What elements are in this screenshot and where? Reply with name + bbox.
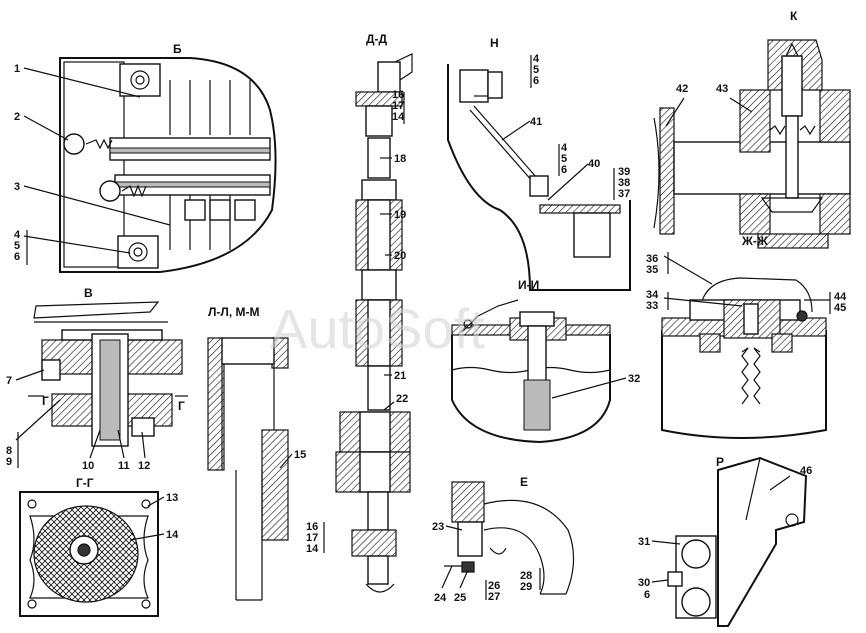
callout-20: 20 bbox=[394, 250, 406, 262]
callout-27: 27 bbox=[488, 591, 500, 603]
callout-21: 21 bbox=[394, 370, 406, 382]
view-r-leaders bbox=[651, 475, 791, 583]
callout-43: 43 bbox=[716, 83, 728, 95]
view-title-zhzh: Ж-Ж bbox=[741, 234, 768, 248]
callout-33: 33 bbox=[646, 300, 658, 312]
callout-35: 35 bbox=[646, 264, 658, 276]
callout-6b: 6 bbox=[533, 75, 539, 87]
view-k-leaders bbox=[665, 97, 753, 127]
callout-32: 32 bbox=[628, 373, 640, 385]
callout-41: 41 bbox=[530, 116, 542, 128]
callout-1: 1 bbox=[14, 63, 20, 75]
callout-4c: 4 bbox=[561, 142, 568, 154]
view-n-leaders bbox=[501, 55, 615, 201]
callout-39: 39 bbox=[618, 166, 630, 178]
callout-17a: 17 bbox=[392, 100, 404, 112]
callout-38: 38 bbox=[618, 177, 630, 189]
callout-9: 9 bbox=[6, 456, 12, 468]
view-dd-leaders bbox=[323, 92, 405, 553]
view-title-n: Н bbox=[490, 36, 499, 50]
callout-15: 15 bbox=[294, 449, 306, 461]
callout-6d: 6 bbox=[644, 589, 650, 601]
callout-16b: 16 bbox=[306, 521, 318, 533]
callout-37: 37 bbox=[618, 188, 630, 200]
view-title-v: В bbox=[84, 286, 93, 300]
section-mark-g-right: Г bbox=[178, 399, 185, 413]
callout-4a: 4 bbox=[14, 229, 21, 241]
watermark-text: AutoSoft bbox=[270, 297, 485, 360]
callout-16a: 16 bbox=[392, 89, 404, 101]
callout-22: 22 bbox=[396, 393, 408, 405]
callout-36: 36 bbox=[646, 253, 658, 265]
callout-12: 12 bbox=[138, 460, 150, 472]
callout-13: 13 bbox=[166, 492, 178, 504]
callout-4b: 4 bbox=[533, 53, 540, 65]
view-title-b: Б bbox=[173, 42, 182, 56]
callout-5c: 5 bbox=[561, 153, 567, 165]
callout-3: 3 bbox=[14, 181, 20, 193]
callout-2: 2 bbox=[14, 111, 20, 123]
callout-46: 46 bbox=[800, 465, 812, 477]
callout-24: 24 bbox=[434, 592, 447, 604]
callout-14c: 14 bbox=[306, 543, 319, 555]
callout-6a: 6 bbox=[14, 251, 20, 263]
view-title-ii: И-И bbox=[518, 278, 539, 292]
view-b-leaders bbox=[23, 67, 171, 265]
callout-42: 42 bbox=[676, 83, 688, 95]
callout-18: 18 bbox=[394, 153, 406, 165]
view-gg-drawing bbox=[19, 491, 159, 617]
callout-7: 7 bbox=[6, 375, 12, 387]
view-ll-mm-leaders bbox=[279, 453, 293, 469]
callout-labels: 1 2 3 4 5 6 7 8 9 10 11 12 13 14 15 16 1… bbox=[6, 53, 847, 604]
view-b-drawing bbox=[59, 57, 277, 273]
view-gg-leaders bbox=[129, 496, 165, 541]
callout-45: 45 bbox=[834, 302, 846, 314]
view-title-r: Р bbox=[716, 455, 724, 469]
callout-11: 11 bbox=[118, 460, 130, 472]
callout-10: 10 bbox=[82, 460, 94, 472]
view-ll-mm-drawing bbox=[207, 337, 289, 601]
view-e-leaders bbox=[441, 525, 541, 600]
view-n-drawing bbox=[447, 64, 631, 291]
callout-5a: 5 bbox=[14, 240, 20, 252]
view-v-leaders bbox=[15, 369, 146, 468]
view-e-drawing bbox=[444, 481, 575, 595]
callout-17b: 17 bbox=[306, 532, 318, 544]
view-ii-drawing bbox=[451, 299, 611, 444]
view-zhzh-drawing bbox=[661, 277, 827, 439]
callout-19: 19 bbox=[394, 209, 406, 221]
callout-30: 30 bbox=[638, 577, 650, 589]
callout-25: 25 bbox=[454, 592, 466, 604]
callout-40: 40 bbox=[588, 158, 600, 170]
callout-26: 26 bbox=[488, 580, 500, 592]
view-dd-drawing bbox=[335, 53, 413, 593]
callout-31: 31 bbox=[638, 536, 650, 548]
view-r-drawing bbox=[667, 456, 808, 627]
view-title-ll-mm: Л-Л, М-М bbox=[208, 305, 260, 319]
callout-34: 34 bbox=[646, 289, 659, 301]
view-title-dd: Д-Д bbox=[366, 32, 388, 46]
callout-28: 28 bbox=[520, 570, 532, 582]
view-title-e: Е bbox=[520, 475, 528, 489]
view-k-drawing bbox=[653, 39, 851, 249]
view-ii-leaders bbox=[551, 377, 627, 399]
callout-29: 29 bbox=[520, 581, 532, 593]
section-mark-g-left: Г bbox=[42, 394, 49, 408]
callout-6c: 6 bbox=[561, 164, 567, 176]
view-title-k: К bbox=[790, 9, 798, 23]
callout-44: 44 bbox=[834, 291, 847, 303]
callout-14a: 14 bbox=[166, 529, 179, 541]
view-zhzh-leaders bbox=[663, 252, 831, 314]
callout-14b: 14 bbox=[392, 111, 405, 123]
view-v-drawing bbox=[28, 301, 188, 447]
view-title-gg: Г-Г bbox=[76, 476, 94, 490]
callout-8: 8 bbox=[6, 445, 12, 457]
callout-23: 23 bbox=[432, 521, 444, 533]
callout-5b: 5 bbox=[533, 64, 539, 76]
